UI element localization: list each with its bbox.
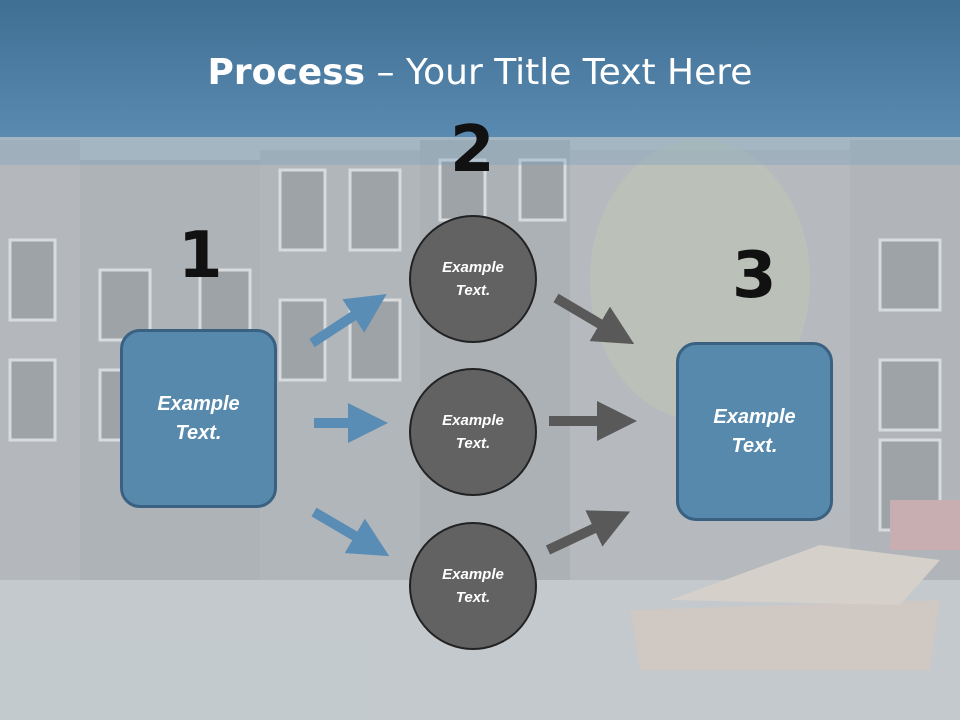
header-band [0,137,960,165]
circle-middle-line2: Text. [455,435,491,452]
arrow-bottom-to-3 [545,510,631,555]
step-3-text-line2: Text. [731,434,778,457]
circle-top-line2: Text. [455,282,491,299]
arrow-top-to-3 [553,293,635,345]
circle-middle-line1: Example [442,411,504,429]
step-1-text-line1: Example [157,392,240,415]
circle-top-line1: Example [442,258,504,276]
arrow-1-to-top [309,294,387,348]
step-1-text-line2: Text. [175,421,222,444]
circle-bottom-line1: Example [442,565,504,583]
title-bar [0,0,960,137]
step-number-2: 2 [450,113,495,187]
step-number-3: 3 [732,239,777,313]
circle-bottom-line2: Text. [455,589,491,606]
title-bold: Process [207,52,366,93]
slide-title: Process – Your Title Text Here [0,52,960,93]
title-rest: – Your Title Text Here [365,52,753,93]
step-3-text-line1: Example [713,405,796,428]
step-number-1: 1 [178,219,223,293]
arrow-1-to-bottom [311,507,390,557]
